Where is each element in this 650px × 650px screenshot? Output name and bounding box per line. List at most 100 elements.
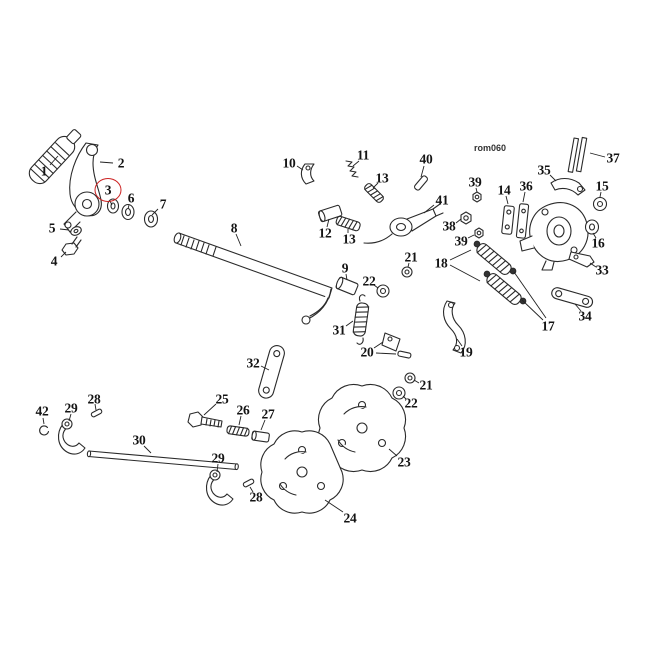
leader-line-17 [521, 299, 544, 321]
callout-22: 22 [404, 395, 418, 411]
part-spring-11 [345, 160, 359, 178]
callout-24: 24 [343, 510, 357, 526]
leader-line-21 [413, 379, 420, 384]
callout-28: 28 [249, 489, 263, 505]
part-washer-22-upper [376, 284, 390, 298]
part-cover-assembly [519, 202, 589, 271]
leader-line-42 [42, 417, 45, 425]
callout-10: 10 [282, 155, 296, 171]
leader-line-9 [345, 273, 348, 281]
callout-9: 9 [341, 260, 349, 276]
callout-16: 16 [591, 235, 605, 251]
callout-39: 39 [454, 233, 468, 249]
part-shifter-rod-30 [86, 450, 239, 471]
leader-line-22 [373, 284, 379, 289]
callout-15: 15 [595, 178, 609, 194]
leader-line-39 [475, 187, 478, 193]
part-pin-27 [251, 430, 270, 443]
part-nut-39-upper [472, 191, 482, 203]
callout-27: 27 [261, 406, 275, 422]
leader-line-14 [505, 195, 509, 205]
leader-line-27 [260, 419, 266, 431]
part-washer-21-lower [404, 372, 416, 384]
part-cam-plate-23 [317, 383, 407, 473]
part-footpeg-rubber [28, 129, 82, 185]
leader-line-7 [151, 208, 159, 216]
callout-33: 33 [595, 262, 609, 278]
leader-line-26 [238, 415, 242, 426]
leader-line-13 [372, 182, 379, 189]
leader-line-37 [589, 152, 606, 158]
part-spring-strips-37 [567, 136, 588, 173]
callout-40: 40 [419, 151, 433, 167]
callout-4: 4 [50, 253, 58, 269]
leader-line-20 [373, 341, 384, 349]
part-washer-7 [143, 210, 159, 228]
part-lever-34 [551, 287, 594, 308]
callout-34: 34 [578, 308, 592, 324]
part-lever-19 [442, 300, 466, 354]
part-shift-fork-29-upper [58, 418, 86, 455]
leader-line-20 [375, 352, 397, 355]
part-spring-26 [226, 425, 250, 437]
callout-19: 19 [459, 344, 473, 360]
part-spacer-9 [335, 276, 359, 296]
leader-line-18 [449, 249, 472, 261]
callout-38: 38 [442, 218, 456, 234]
part-spring-31 [352, 294, 370, 345]
callout-32: 32 [246, 355, 260, 371]
part-shifter-arm-41 [363, 203, 444, 244]
leader-line-31 [345, 320, 354, 327]
leader-line-5 [59, 228, 70, 231]
callout-30: 30 [132, 432, 146, 448]
diagram-code: rom060 [474, 143, 507, 153]
callout-37: 37 [606, 150, 620, 166]
callout-14: 14 [497, 182, 511, 198]
leader-line-23 [388, 448, 398, 457]
callout-39: 39 [468, 174, 482, 190]
leader-line-30 [143, 445, 152, 454]
callout-20: 20 [360, 344, 374, 360]
leader-line-2 [99, 161, 114, 164]
callout-13: 13 [342, 231, 356, 247]
leader-line-28 [249, 486, 254, 493]
part-lever-10 [300, 163, 315, 185]
leader-line-1 [49, 155, 59, 166]
callout-26: 26 [236, 402, 250, 418]
callout-41: 41 [435, 192, 449, 208]
part-washer-5 [70, 226, 82, 236]
callout-29: 29 [211, 450, 225, 466]
leader-line-29 [68, 413, 72, 422]
part-shifter-shaft [173, 232, 333, 325]
callout-13: 13 [375, 170, 389, 186]
part-spacer-6 [121, 203, 135, 221]
part-pin-28-upper [90, 408, 103, 418]
part-pin-28-lower [242, 478, 255, 488]
leader-line-10 [296, 165, 304, 171]
leader-line-17 [513, 271, 547, 319]
callout-5: 5 [48, 220, 56, 236]
leader-line-39 [467, 234, 475, 239]
callout-21: 21 [419, 377, 433, 393]
leader-line-33 [589, 262, 597, 268]
callout-12: 12 [318, 225, 332, 241]
callout-22: 22 [362, 273, 376, 289]
part-sleeve-12 [317, 204, 343, 223]
part-bolt-25 [187, 411, 223, 428]
part-plate-36 [515, 203, 530, 239]
leader-line-4 [60, 251, 67, 258]
part-spring-13b [335, 215, 361, 232]
part-washer-21-upper [401, 266, 413, 278]
leader-line-11 [352, 160, 360, 167]
part-pawl-33 [568, 251, 595, 268]
part-lever-35 [550, 177, 586, 196]
part-spring-13a [364, 183, 384, 203]
leader-line-25 [203, 403, 217, 416]
leader-line-21 [407, 262, 410, 268]
part-washer-16 [584, 219, 600, 235]
leader-line-38 [455, 218, 462, 224]
part-pin-40 [414, 175, 428, 191]
